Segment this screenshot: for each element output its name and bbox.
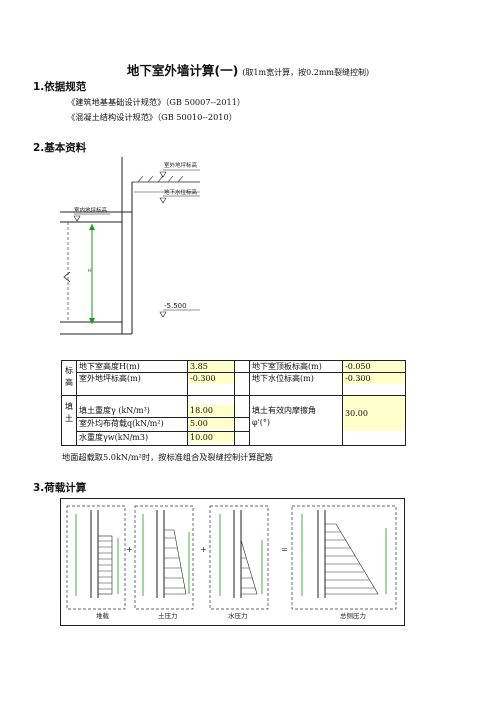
page-title: 地下室外墙计算(一)(取1m宽计算，按0.2mm裂缝控制)	[0, 60, 496, 79]
param-value: -0.050	[343, 361, 405, 372]
param-value: 18.00	[188, 405, 234, 416]
param-label: 地下室高度H(m)	[79, 362, 140, 371]
load-diagrams: 堆载 土压力 水压力 总侧压力 + + =	[60, 498, 405, 626]
param-label: 地下水位标高(m)	[252, 374, 314, 383]
section-heading-codes: 1.依据规范	[33, 81, 87, 93]
section-heading-loads: 3.荷载计算	[33, 482, 87, 494]
ref-code-2: 《混凝土结构设计规范》（GB 50010--2010）	[67, 112, 237, 122]
param-value: 5.00	[188, 418, 234, 429]
param-value: 10.00	[188, 432, 234, 443]
param-label: 室外地坪标高(m)	[79, 374, 141, 383]
page-footer-space	[0, 630, 496, 702]
param-label: 填土重度γ (kN/m³)	[79, 406, 150, 415]
svg-text:H: H	[88, 268, 91, 273]
water-level-label: 地下水位标高	[164, 188, 198, 196]
param-label: 填土有效内摩擦角	[252, 406, 316, 415]
param-value: 30.00	[343, 396, 405, 431]
panel-label: 土压力	[158, 611, 178, 620]
operator-plus: +	[126, 545, 133, 554]
panel-label: 水压力	[228, 611, 248, 620]
param-value: 3.85	[188, 361, 234, 372]
params-table: 标高 填土 地下室高度H(m) 3.85 地下室顶板标高(m) -0.050 室…	[61, 360, 406, 446]
title-main: 地下室外墙计算(一)	[126, 63, 239, 78]
operator-plus: +	[200, 545, 207, 554]
note-text: 地面超载取5.0kN/m²时，按标准组合及裂缝控制计算配筋	[62, 452, 273, 462]
panel-label: 堆载	[96, 611, 110, 620]
param-label: 水重度γw(kN/m3)	[79, 433, 149, 442]
section-heading-basic: 2.基本资料	[33, 142, 87, 154]
param-value: -0.300	[343, 373, 405, 384]
param-label: 室外均布荷载q(kN/m²)	[79, 419, 164, 428]
param-label: φ'(°)	[252, 418, 271, 427]
param-value: -0.300	[188, 373, 234, 384]
operator-equals: =	[281, 545, 288, 554]
title-sub: (取1m宽计算，按0.2mm裂缝控制)	[242, 68, 370, 77]
ref-code-1: 《建筑地基基础设计规范》（GB 50007--2011）	[67, 97, 246, 107]
panel-label: 总侧压力	[340, 611, 366, 620]
wall-section-diagram: H 室外地坪标高 地下水位标高 室内地坪标高 -5.500	[60, 157, 200, 335]
basement-floor-label: 室内地坪标高	[74, 206, 108, 214]
group-label-elevation: 标高	[65, 366, 73, 387]
outdoor-floor-label: 室外地坪标高	[164, 161, 198, 169]
param-label: 地下室顶板标高(m)	[252, 362, 322, 371]
group-label-fill: 填土	[65, 402, 73, 423]
level-value: -5.500	[164, 302, 187, 310]
